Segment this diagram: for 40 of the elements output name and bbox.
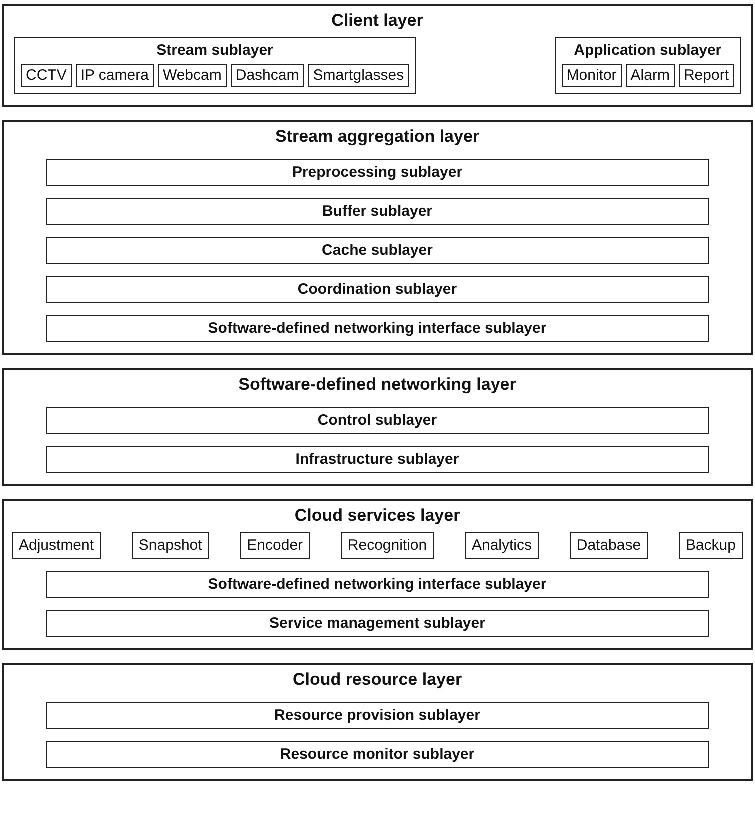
sublayer-bar: Coordination sublayer xyxy=(46,276,709,303)
sublayer-bar: Buffer sublayer xyxy=(46,198,709,225)
component-box: Encoder xyxy=(240,532,310,559)
layer-panel xyxy=(2,663,753,781)
layer-panel xyxy=(2,499,753,650)
component-box: Dashcam xyxy=(230,64,304,87)
component-box: Database xyxy=(570,532,648,559)
sublayer-bar: Preprocessing sublayer xyxy=(46,159,709,186)
layer-title: Cloud resource layer xyxy=(292,670,462,690)
layer-title: Client layer xyxy=(332,11,424,31)
sublayer-bar: Software-defined networking interface sublayer xyxy=(46,315,709,342)
component-box: IP camera xyxy=(76,64,154,87)
component-box: Report xyxy=(678,64,734,87)
component-box: CCTV xyxy=(21,64,72,87)
layer-title: Cloud services layer xyxy=(294,506,460,526)
component-box: Monitor xyxy=(562,64,622,87)
sublayer-bar: Infrastructure sublayer xyxy=(46,446,709,473)
layer-panel xyxy=(2,4,753,107)
layer-panel xyxy=(2,120,753,355)
sublayer-bar: Cache sublayer xyxy=(46,237,709,264)
sublayer-panel xyxy=(14,37,416,94)
layer-title: Software-defined networking layer xyxy=(238,375,516,395)
component-box: Smartglasses xyxy=(308,64,410,87)
sublayer-panel xyxy=(554,37,741,94)
component-box: Recognition xyxy=(340,532,434,559)
layer-title: Stream aggregation layer xyxy=(275,127,480,147)
component-box: Webcam xyxy=(158,64,227,87)
component-box: Backup xyxy=(678,532,743,559)
sublayer-bar: Software-defined networking interface sublayer xyxy=(46,571,709,598)
component-box: Analytics xyxy=(464,532,539,559)
component-box: Adjustment xyxy=(12,532,102,559)
sublayer-bar: Control sublayer xyxy=(46,407,709,434)
sublayer-bar: Resource monitor sublayer xyxy=(46,741,709,768)
sublayer-bar: Service management sublayer xyxy=(46,610,709,637)
sublayer-bar: Resource provision sublayer xyxy=(46,702,709,729)
sublayer-title: Stream sublayer xyxy=(156,42,274,59)
layer-panel xyxy=(2,368,753,486)
component-box: Snapshot xyxy=(132,532,210,559)
component-box: Alarm xyxy=(626,64,675,87)
sublayer-title: Application sublayer xyxy=(574,42,722,59)
